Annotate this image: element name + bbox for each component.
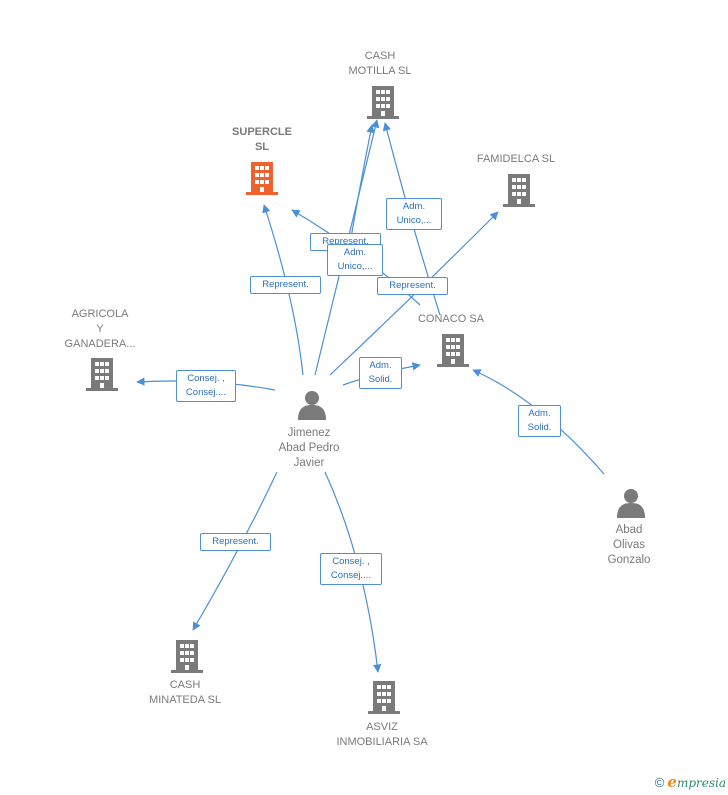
edge-label-consej-agricola[interactable]: Consej. , Consej....	[176, 370, 236, 402]
edge-label-adm-solid-abad[interactable]: Adm. Solid.	[518, 405, 561, 437]
edge-label-represent-supercle[interactable]: Represent.	[250, 276, 321, 294]
building-icon-conaco[interactable]	[437, 334, 469, 367]
node-label-asviz[interactable]: ASVIZ INMOBILIARIA SA	[336, 721, 428, 748]
building-icon-asviz[interactable]	[368, 681, 400, 714]
building-icon-supercle[interactable]	[246, 162, 278, 195]
node-label-abad[interactable]: Abad Olivas Gonzalo	[607, 524, 651, 566]
node-label-agricola[interactable]: AGRICOLA Y GANADERA...	[64, 308, 136, 350]
copyright-symbol: ©	[654, 775, 665, 790]
node-label-supercle[interactable]: SUPERCLE SL	[232, 126, 292, 153]
person-icon-jimenez[interactable]	[298, 391, 326, 420]
person-icon-abad[interactable]	[617, 489, 645, 518]
building-icon-cash-minateda[interactable]	[171, 640, 203, 673]
building-icon-famidelca[interactable]	[503, 174, 535, 207]
edge-jimenez-minateda	[192, 471, 278, 631]
brand-initial: e	[667, 773, 677, 791]
building-icon-agricola[interactable]	[86, 358, 118, 391]
edge-jimenez-supercle	[262, 204, 304, 376]
edge-label-represent-minateda[interactable]: Represent.	[200, 533, 271, 551]
node-label-jimenez[interactable]: Jimenez Abad Pedro Javier	[278, 427, 340, 469]
building-icon-cash-motilla[interactable]	[367, 86, 399, 119]
edge-label-adm-unico-1[interactable]: Adm. Unico,...	[386, 198, 442, 230]
node-label-conaco[interactable]: CONACO SA	[417, 313, 484, 325]
brand-name: mpresia	[676, 776, 726, 790]
node-label-cash-motilla[interactable]: CASH MOTILLA SL	[348, 50, 412, 77]
edge-label-consej-asviz[interactable]: Consej. , Consej....	[320, 553, 382, 585]
edge-label-represent-famidelca[interactable]: Represent.	[377, 277, 448, 295]
empresia-logo: ©empresia	[655, 773, 726, 791]
edge-label-adm-unico-2[interactable]: Adm. Unico,...	[327, 244, 383, 276]
edge-label-adm-solid-conaco[interactable]: Adm. Solid.	[359, 357, 402, 389]
node-label-famidelca[interactable]: FAMIDELCA SL	[476, 153, 556, 165]
node-label-cash-minateda[interactable]: CASH MINATEDA SL	[149, 679, 221, 706]
